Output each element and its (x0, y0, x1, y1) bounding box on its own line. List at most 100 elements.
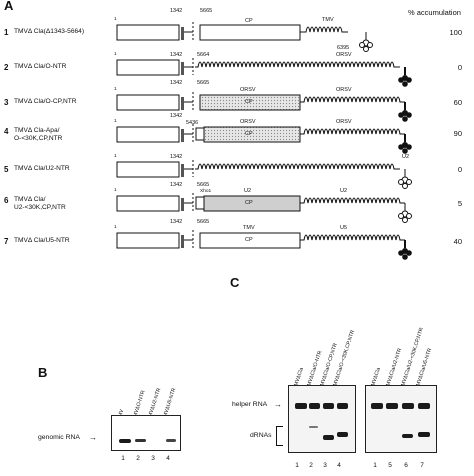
construct-name: TMVΔ Cla/O-NTR (14, 63, 67, 70)
gel-c-lane-label: TMVΔCla/O-<30K,CP,NTR (331, 329, 357, 390)
box-label-cp: CP (245, 131, 253, 137)
construct-3-schematic (116, 92, 413, 123)
gel-c-helper-label: helper RNA (232, 401, 268, 408)
pos-label-1342: 1342 (170, 154, 183, 160)
accumulation-value: 100 (449, 28, 462, 37)
gel-c-drna-band (402, 434, 413, 438)
gel-c-drna-band (418, 432, 430, 437)
construct-schematics (116, 22, 413, 260)
gel-c-lane-number: 7 (420, 462, 424, 469)
box-label-cp: CP (245, 237, 253, 243)
gel-b-band (119, 439, 131, 443)
gel-b-lane-number: 3 (151, 455, 155, 462)
accumulation-value: 0 (457, 165, 462, 174)
box-label-cp: CP (245, 18, 253, 24)
construct-6-schematic (116, 193, 412, 223)
box-label-orsv: ORSV (240, 119, 256, 125)
pos-label-1342: 1342 (170, 182, 183, 188)
gel-c-blot-right (365, 385, 437, 453)
pos-label-5665: 5665 (197, 80, 210, 86)
construct-2-schematic (116, 58, 413, 88)
pos-label-1342: 1342 (170, 80, 183, 86)
gel-c-drna-band (309, 426, 318, 428)
gel-b-band (166, 439, 176, 442)
box-label-u2: U2 (402, 154, 410, 160)
construct-name-line2: O-<30K,CP,NTR (14, 135, 63, 142)
pos-label-1: 1 (114, 154, 117, 159)
gel-b-blot (111, 415, 181, 451)
pos-label-1: 1 (114, 119, 117, 124)
gel-b-lane-number: 4 (166, 455, 170, 462)
gel-c-lane-number: 3 (323, 462, 327, 469)
construct-name: TMVΔ Cla/U5-NTR (14, 237, 70, 244)
construct-1-schematic (116, 22, 373, 52)
box-label-u5: U5 (340, 225, 348, 231)
construct-number: 3 (4, 98, 9, 107)
accumulation-value: 0 (457, 63, 462, 72)
pos-label-5664: 5664 (197, 52, 210, 58)
construct-number: 5 (4, 165, 9, 174)
construct-5-schematic (116, 160, 412, 189)
accumulation-value: 60 (453, 98, 462, 107)
gel-b-lane-number: 2 (136, 455, 140, 462)
box-label-cp: CP (245, 99, 253, 105)
construct-number: 1 (4, 28, 9, 37)
box-label-u2: U2 (244, 188, 252, 194)
construct-name-line2: U2-<30K,CP,NTR (14, 204, 66, 211)
gel-c-helper-band (386, 403, 398, 409)
box-label-u2: U2 (340, 188, 348, 194)
gel-c-drna-band (323, 435, 334, 440)
gel-c-lane-number: 5 (388, 462, 392, 469)
gel-c-drna-band (337, 432, 348, 437)
panel-a-label: A (4, 0, 14, 13)
gel-b-lane-number: 1 (121, 455, 125, 462)
construct-name: TMVΔ Cla/U2-NTR (14, 165, 70, 172)
accumulation-value: 5 (457, 199, 462, 208)
gel-c-lane-number: 1 (373, 462, 377, 469)
pos-label-5665: 5665 (197, 182, 210, 188)
accumulation-header: % accumulation (408, 8, 461, 17)
panel-c-label: C (230, 275, 240, 290)
pos-label-5436: 5436 (186, 120, 199, 126)
gel-c-drna-label: dRNAs (250, 432, 272, 439)
construct-number: 2 (4, 63, 9, 72)
box-label-orsv: ORSV (336, 87, 352, 93)
gel-c-helper-band (402, 403, 414, 409)
arrow-icon: → (89, 433, 97, 442)
construct-number: 6 (4, 196, 9, 205)
gel-c-helper-band (418, 403, 430, 409)
box-label-cp: CP (245, 200, 253, 206)
bracket-icon (276, 426, 283, 446)
construct-7-schematic (116, 230, 413, 260)
box-label-tmv: TMV (322, 17, 334, 23)
accumulation-value: 40 (453, 237, 462, 246)
construct-name: TMVΔ Cla-Apa/ (14, 127, 60, 134)
pos-label-1: 1 (114, 87, 117, 92)
arrow-icon: → (274, 400, 282, 409)
construct-4-schematic (116, 124, 413, 155)
pos-label-1342: 1342 (170, 52, 183, 58)
pos-label-1342: 1342 (170, 113, 183, 119)
box-label-tmv: TMV (243, 225, 255, 231)
construct-number: 7 (4, 237, 9, 246)
pos-label-1: 1 (114, 188, 117, 193)
gel-c-helper-band (323, 403, 334, 409)
pos-label-xho1: Xho1 (200, 189, 212, 194)
gel-c-blot-left (288, 385, 356, 453)
construct-name: TMVΔ Cla/O-CP,NTR (14, 98, 77, 105)
construct-name: TMVΔ Cla(Δ1343-5664) (14, 28, 85, 35)
pos-label-1: 1 (114, 52, 117, 57)
box-label-orsv: ORSV (336, 119, 352, 125)
box-label-orsv: ORSV (336, 52, 352, 58)
gel-c-lane-number: 4 (337, 462, 341, 469)
gel-c-lane-number: 6 (404, 462, 408, 469)
construct-name: TMVΔ Cla/ (14, 196, 46, 203)
panel-b-label: B (38, 365, 48, 380)
pos-label-1342: 1342 (170, 8, 183, 14)
gel-c-lane-label: TMVΔCla/U5-NTR (414, 347, 434, 390)
gel-c-helper-band (337, 403, 348, 409)
gel-b-band-label: genomic RNA (38, 434, 80, 441)
gel-c-lane-number: 2 (309, 462, 313, 469)
pos-label-1: 1 (114, 17, 117, 22)
construct-number: 4 (4, 127, 9, 136)
